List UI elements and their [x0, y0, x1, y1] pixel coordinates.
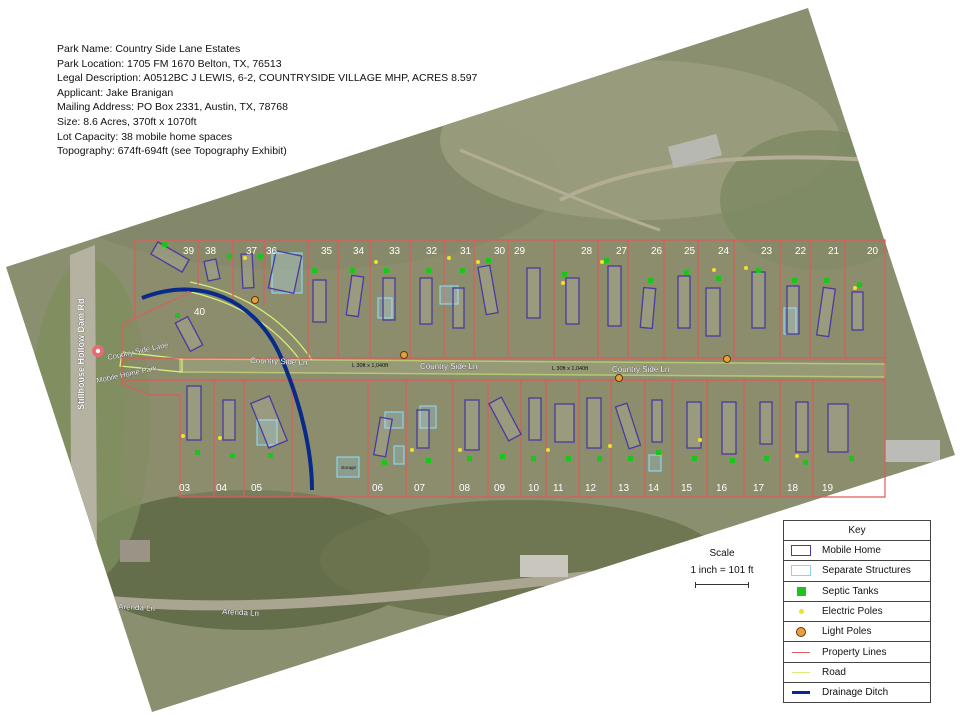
- lot-number: 13: [618, 483, 630, 494]
- scale-text: 1 inch = 101 ft: [690, 565, 754, 576]
- lot-number: 32: [426, 246, 438, 257]
- key-item-separate-structures: Separate Structures: [784, 561, 930, 582]
- key-item-electric-poles: Electric Poles: [784, 602, 930, 623]
- key-label: Septic Tanks: [822, 585, 879, 597]
- lot-number: 24: [718, 246, 730, 257]
- lot-number: 25: [684, 246, 696, 257]
- separate-structure-icon: [791, 565, 811, 577]
- lot-number: 14: [648, 483, 660, 494]
- lot-number: 09: [494, 483, 506, 494]
- lot-number: 38: [205, 246, 217, 257]
- lot-numbers-north: 39 38 37 36 35 34 33 32 31 30 29 28 27 26 25 24 23 22 21 20: [183, 246, 879, 257]
- key-item-septic-tanks: Septic Tanks: [784, 582, 930, 602]
- property-lines: [121, 239, 886, 498]
- key-item-mobile-home: Mobile Home: [784, 541, 930, 562]
- separate-structures: [256, 252, 797, 478]
- road-label-arenda-1: Arenda Ln: [118, 602, 155, 613]
- lot-number: 27: [616, 246, 628, 257]
- lot-number: 18: [787, 483, 799, 494]
- lot-number-40: 40: [194, 307, 206, 318]
- road-label-stillhouse: Stillhouse Hollow Dam Rd: [76, 298, 86, 410]
- lot-capacity: Lot Capacity: 38 mobile home spaces: [57, 130, 233, 143]
- mailing-address: Mailing Address: PO Box 2331, Austin, TX…: [57, 101, 288, 114]
- lot-number: 11: [553, 483, 564, 494]
- lot-number: 39: [183, 246, 195, 257]
- key-item-property-lines: Property Lines: [784, 642, 930, 663]
- key-item-road: Road: [784, 663, 930, 684]
- mobile-home-icon: [791, 545, 811, 557]
- drainage-ditch: [141, 287, 314, 491]
- lot-number: 07: [414, 483, 426, 494]
- key-label: Separate Structures: [822, 565, 911, 577]
- lot-number: 28: [581, 246, 593, 257]
- legal-description: Legal Description: A0512BC J LEWIS, 6-2,…: [57, 72, 478, 85]
- electric-pole-icon: [798, 609, 804, 615]
- lot-number: 35: [321, 246, 333, 257]
- lot-number: 23: [761, 246, 773, 257]
- lot-number: 21: [828, 246, 840, 257]
- lot-number: 06: [372, 483, 384, 494]
- shed-label: storage: [341, 465, 357, 470]
- map-pin-icon: [92, 345, 104, 357]
- lot-number: 30: [494, 246, 506, 257]
- topography: Topography: 674ft-694ft (see Topography …: [57, 145, 287, 158]
- key-item-light-poles: Light Poles: [784, 622, 930, 643]
- lot-number: 20: [867, 246, 879, 257]
- lot-number: 12: [585, 483, 597, 494]
- lot-number: 36: [266, 246, 278, 257]
- lot-number: 08: [459, 483, 471, 494]
- scale-title: Scale: [709, 548, 735, 559]
- lot-number: 31: [460, 246, 472, 257]
- key-label: Light Poles: [822, 626, 872, 638]
- park-info-block: Park Name: Country Side Lane Estates Par…: [57, 42, 477, 159]
- applicant: Applicant: Jake Branigan: [57, 86, 174, 99]
- light-pole-icon: [796, 626, 806, 637]
- lot-number: 15: [681, 483, 693, 494]
- key-item-drainage-ditch: Drainage Ditch: [784, 683, 930, 702]
- lot-number: 04: [216, 483, 228, 494]
- size: Size: 8.6 Acres, 370ft x 1070ft: [57, 115, 197, 128]
- road-label-arenda-2: Arenda Ln: [222, 607, 259, 618]
- property-line-icon: [792, 651, 810, 653]
- lot-numbers-south: 03 04 05 06 07 08 09 10 11 12 13 14 15 16 17 18 19: [179, 483, 834, 494]
- key-title: Key: [784, 521, 930, 541]
- lot-number: 16: [716, 483, 728, 494]
- lot-number: 34: [353, 246, 365, 257]
- lot-number: 17: [753, 483, 765, 494]
- drainage-ditch-icon: [792, 691, 810, 695]
- lot-number: 33: [389, 246, 401, 257]
- lot-number: 26: [651, 246, 663, 257]
- light-poles: [251, 296, 731, 382]
- key-label: Property Lines: [822, 646, 887, 658]
- mobile-homes: [150, 241, 864, 458]
- road-label-main-2: Country Side Ln: [420, 362, 477, 371]
- lot-number: 10: [528, 483, 540, 494]
- road-icon: [792, 671, 810, 673]
- scale-indicator: Scale 1 inch = 101 ft: [682, 548, 762, 588]
- lot-number: 19: [822, 483, 834, 494]
- lot-number: 05: [251, 483, 263, 494]
- key-label: Mobile Home: [822, 545, 881, 557]
- septic-tank-icon: [796, 586, 806, 596]
- lot-number: 37: [246, 246, 258, 257]
- dimension-label-2: L 30ft x 1,040ft: [552, 366, 589, 372]
- key-label: Road: [822, 666, 846, 678]
- park-location: Park Location: 1705 FM 1670 Belton, TX, …: [57, 57, 282, 70]
- lot-number: 03: [179, 483, 191, 494]
- road-label-main-3: Country Side Ln: [612, 365, 669, 374]
- septic-tanks: [162, 242, 862, 465]
- dimension-label-1: L 30ft x 1,040ft: [352, 363, 389, 369]
- road-label-main-1: Country Side Ln: [250, 356, 308, 367]
- key-label: Drainage Ditch: [822, 687, 889, 699]
- park-name: Park Name: Country Side Lane Estates: [57, 43, 241, 55]
- lot-number: 22: [795, 246, 807, 257]
- lot-number: 29: [514, 246, 526, 257]
- electric-poles: [181, 256, 857, 458]
- map-key: Key Mobile Home Separate Structures Sept…: [783, 520, 931, 704]
- key-label: Electric Poles: [822, 606, 883, 618]
- scale-bar: [695, 582, 749, 588]
